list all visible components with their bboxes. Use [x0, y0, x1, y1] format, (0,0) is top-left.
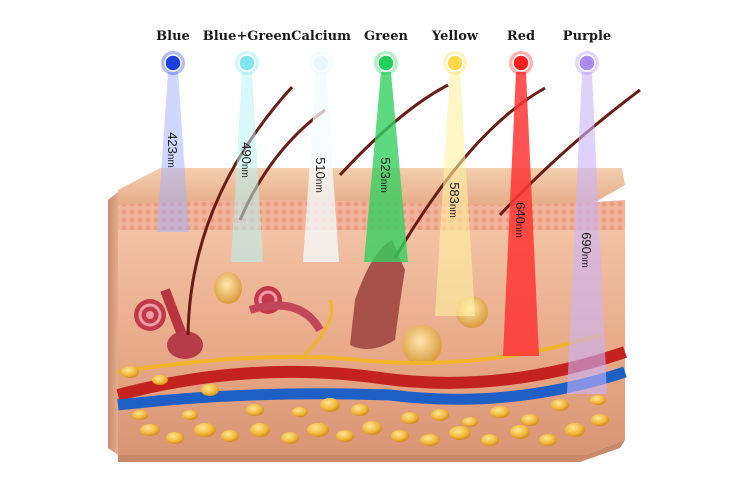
- fat-globule: [152, 375, 168, 385]
- beam-yellow: [435, 72, 475, 316]
- fat-globule: [431, 409, 449, 421]
- wavelength-unit-green: nm: [378, 179, 389, 193]
- sebaceous-gland: [214, 272, 242, 304]
- wavelength-red: 640nm: [513, 202, 528, 238]
- wavelength-green: 523nm: [378, 157, 393, 193]
- fat-globule: [140, 424, 160, 436]
- wavelength-calcium: 510nm: [313, 157, 328, 193]
- light-dot-green: [377, 54, 395, 72]
- fat-globule: [590, 395, 606, 405]
- fat-globule: [132, 410, 148, 420]
- light-label-green: Green: [364, 29, 408, 44]
- light-label-blue: Blue: [156, 29, 190, 44]
- wavelength-unit-blue-green: nm: [239, 164, 250, 178]
- vein: [117, 366, 627, 411]
- beam-calcium: [303, 72, 339, 262]
- fat-globule: [551, 399, 569, 411]
- gland-center: [402, 325, 442, 365]
- fat-globule: [481, 434, 499, 446]
- wavelength-unit-purple: nm: [579, 254, 590, 268]
- light-dot-yellow: [446, 54, 464, 72]
- wavelength-value-green: 523: [378, 157, 393, 179]
- wavelength-yellow: 583nm: [447, 182, 462, 218]
- wavelength-value-calcium: 510: [313, 157, 328, 179]
- fat-globule: [292, 407, 308, 417]
- fat-globule: [320, 398, 340, 412]
- light-label-calcium: Calcium: [291, 29, 351, 44]
- fat-globule: [591, 414, 609, 426]
- fat-globule: [194, 423, 216, 437]
- fat-globule: [221, 430, 239, 442]
- fat-globule: [565, 423, 585, 437]
- fat-globule: [166, 432, 184, 444]
- fat-globule: [449, 426, 471, 440]
- fat-globule: [539, 434, 557, 446]
- fat-globule: [250, 423, 270, 437]
- fat-globule: [362, 421, 382, 435]
- fat-globule: [182, 410, 198, 420]
- fat-globule: [401, 412, 419, 424]
- light-dot-calcium: [312, 54, 330, 72]
- artery: [116, 346, 627, 401]
- fat-globule: [336, 430, 354, 442]
- wavelength-purple: 690nm: [579, 232, 594, 268]
- wavelength-unit-calcium: nm: [313, 179, 324, 193]
- fat-layer: [121, 366, 609, 446]
- fat-globule: [420, 434, 440, 446]
- wavelength-unit-red: nm: [513, 224, 524, 238]
- fat-globule: [121, 366, 139, 378]
- hair-bulb: [167, 331, 203, 359]
- light-label-red: Red: [506, 29, 536, 44]
- light-dot-blue: [164, 54, 182, 72]
- wavelength-value-yellow: 583: [447, 182, 462, 204]
- wavelength-unit-yellow: nm: [447, 204, 458, 218]
- beam-purple: [567, 72, 607, 394]
- fat-globule: [510, 425, 530, 439]
- light-label-purple: Purple: [562, 29, 612, 44]
- fat-globule: [201, 384, 219, 396]
- beam-red: [503, 72, 539, 356]
- wavelength-unit-blue: nm: [165, 154, 176, 168]
- wavelength-value-blue-green: 490: [239, 142, 254, 164]
- wavelength-value-purple: 690: [579, 232, 594, 254]
- fat-globule: [490, 406, 510, 418]
- beam-blue-green: [231, 72, 263, 262]
- wavelength-blue: 423nm: [165, 132, 180, 168]
- light-label-yellow: Yellow: [431, 29, 479, 44]
- fat-globule: [281, 432, 299, 444]
- wavelength-value-blue: 423: [165, 132, 180, 154]
- beam-green: [364, 72, 408, 262]
- fat-globule: [391, 430, 409, 442]
- fat-globule: [462, 417, 478, 427]
- wavelength-blue-green: 490nm: [239, 142, 254, 178]
- light-dot-red: [512, 54, 530, 72]
- light-dot-purple: [578, 54, 596, 72]
- beam-blue: [157, 72, 189, 232]
- wavelength-value-red: 640: [513, 202, 528, 224]
- light-dot-blue-green: [238, 54, 256, 72]
- fat-globule: [351, 404, 369, 416]
- hair-follicle: [350, 240, 405, 349]
- light-label-blue-green: Blue+Green: [202, 29, 292, 44]
- fat-globule: [521, 414, 539, 426]
- skin-block: [108, 83, 641, 462]
- fat-globule: [307, 423, 329, 437]
- sweat-gland-left: [134, 299, 166, 331]
- fat-globule: [246, 404, 264, 416]
